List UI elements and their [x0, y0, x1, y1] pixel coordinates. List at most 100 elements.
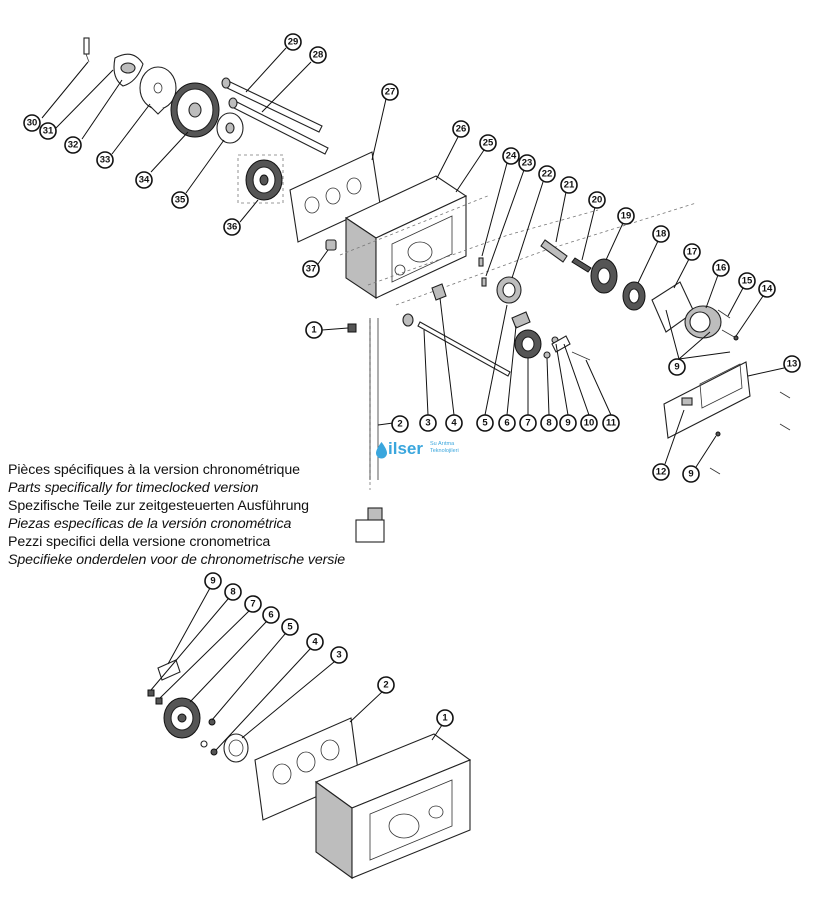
svg-text:17: 17 [687, 247, 698, 258]
svg-text:5: 5 [482, 418, 488, 429]
tc-callout-1: 1 [431, 709, 454, 741]
callout-26: 26 [435, 120, 470, 181]
svg-text:9: 9 [688, 469, 693, 480]
svg-text:32: 32 [68, 140, 79, 151]
caption-french: Pièces spécifiques à la version chronomé… [8, 462, 300, 478]
callout-30: 30 [23, 61, 89, 132]
callout-1: 1 [305, 321, 349, 339]
svg-text:31: 31 [43, 126, 54, 137]
part-30-pin [83, 37, 90, 63]
caption-spanish: Piezas específicas de la versión cronomé… [8, 516, 292, 532]
part-36-gear [237, 154, 284, 204]
callout-9-right-b: 9 [682, 435, 717, 483]
svg-text:35: 35 [175, 195, 186, 206]
callout-25: 25 [455, 134, 497, 193]
callout-15: 15 [727, 272, 756, 317]
callout-6: 6 [498, 325, 517, 432]
part-33-disc [139, 66, 177, 115]
callouts-main: 30 31 32 33 34 35 36 37 29 28 27 26 25 2… [23, 33, 801, 483]
svg-text:13: 13 [787, 359, 798, 370]
callouts-timeclock: 9 8 7 6 5 4 3 2 1 [150, 572, 454, 751]
callout-28: 28 [261, 46, 327, 113]
svg-text:30: 30 [27, 118, 38, 129]
callout-22: 22 [511, 165, 556, 279]
callout-35: 35 [171, 139, 225, 209]
callout-21: 21 [555, 176, 578, 243]
callout-8: 8 [540, 357, 558, 432]
svg-text:6: 6 [268, 610, 273, 621]
callout-37: 37 [302, 249, 329, 278]
callout-16: 16 [705, 259, 730, 309]
watermark-tagline: Su Arıtma Teknolojileri [430, 441, 459, 454]
svg-text:7: 7 [525, 418, 530, 429]
callout-13: 13 [747, 355, 801, 377]
tc-callout-9: 9 [167, 572, 222, 665]
part-16-motor [684, 305, 722, 339]
callout-5: 5 [476, 304, 508, 432]
svg-text:18: 18 [656, 229, 667, 240]
svg-text:24: 24 [506, 151, 517, 162]
svg-text:25: 25 [483, 138, 494, 149]
callout-29: 29 [245, 33, 302, 93]
parts-5-11-components [402, 283, 591, 377]
svg-text:33: 33 [100, 155, 111, 166]
part-23-24-pins [478, 257, 487, 287]
callout-18: 18 [637, 225, 670, 284]
svg-text:1: 1 [442, 713, 448, 724]
svg-text:4: 4 [451, 418, 457, 429]
part-19-gear [590, 258, 618, 294]
svg-text:14: 14 [762, 284, 773, 295]
svg-text:12: 12 [656, 467, 667, 478]
tc-callout-8: 8 [150, 583, 242, 691]
caption-italian: Pezzi specifici della versione cronometr… [8, 534, 271, 550]
callout-2: 2 [377, 415, 409, 433]
callout-36: 36 [223, 199, 259, 236]
callout-3: 3 [419, 329, 437, 432]
svg-text:36: 36 [227, 222, 238, 233]
callout-4: 4 [439, 297, 463, 432]
callout-17: 17 [673, 243, 701, 289]
svg-text:19: 19 [621, 211, 632, 222]
caption-dutch: Specifieke onderdelen voor de chronometr… [8, 552, 346, 568]
svg-text:26: 26 [456, 124, 467, 135]
watermark-logo: ilser Su Arıtma Teknolojileri [372, 436, 482, 466]
tc-callout-6: 6 [189, 606, 280, 703]
svg-text:5: 5 [287, 622, 293, 633]
svg-text:3: 3 [336, 650, 341, 661]
svg-text:20: 20 [592, 195, 603, 206]
svg-text:3: 3 [425, 418, 430, 429]
callout-33: 33 [96, 103, 151, 169]
loose-screws-right [709, 391, 791, 475]
caption-english: Parts specifically for timeclocked versi… [8, 480, 259, 496]
svg-text:9: 9 [210, 576, 215, 587]
callout-7: 7 [519, 358, 537, 432]
svg-text:6: 6 [504, 418, 509, 429]
watermark-brand: ilser [388, 439, 423, 458]
tc-callout-2: 2 [349, 676, 395, 723]
svg-text:21: 21 [564, 180, 575, 191]
callout-24: 24 [481, 147, 520, 257]
part-37-nut [325, 239, 337, 251]
svg-text:8: 8 [230, 587, 235, 598]
callout-12: 12 [652, 409, 685, 481]
part-1-screw [347, 323, 357, 333]
part-35-disc [216, 112, 244, 144]
part-18-gear [622, 281, 646, 311]
tc-callout-5: 5 [211, 618, 299, 721]
part-20-spring [571, 257, 592, 273]
svg-text:27: 27 [385, 87, 396, 98]
svg-text:23: 23 [522, 158, 533, 169]
part-31-cam [113, 53, 144, 87]
part-2-cable [355, 318, 385, 543]
svg-text:28: 28 [313, 50, 324, 61]
svg-text:37: 37 [306, 264, 317, 275]
svg-text:8: 8 [546, 418, 551, 429]
callout-14: 14 [735, 280, 776, 337]
tc-callout-3: 3 [241, 646, 348, 739]
callout-23: 23 [485, 154, 536, 277]
svg-text:16: 16 [716, 263, 727, 274]
tc-callout-4: 4 [215, 633, 324, 751]
callout-27: 27 [371, 83, 399, 161]
svg-text:29: 29 [288, 37, 299, 48]
